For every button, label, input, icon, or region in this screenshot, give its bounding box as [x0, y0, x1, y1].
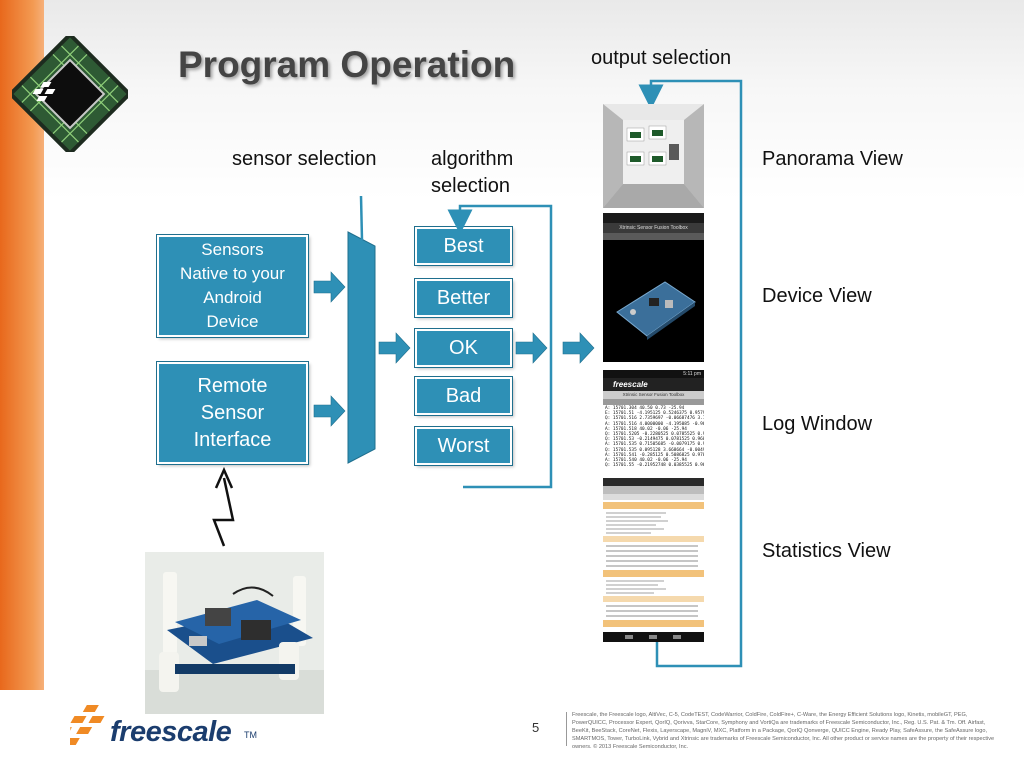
- legal-text: Freescale, the Freescale logo, AltiVec, …: [572, 712, 995, 750]
- sensors-native-line: Android: [203, 288, 262, 307]
- statistics-view-thumbnail: [603, 478, 704, 642]
- log-line: A: 15701.516 4.0000000 -4.195085 -0.9637: [605, 421, 704, 427]
- log-lines: A: 15701.304 40.50 0.73 -25.94 E: 15701.…: [603, 405, 704, 469]
- log-brand: freescale: [603, 378, 704, 391]
- algorithm-label: Worst: [437, 434, 490, 457]
- algorithm-best-option: Best: [415, 227, 512, 265]
- statistics-table-render: [603, 478, 704, 642]
- arrow-remote-to-mux-icon: [313, 395, 346, 427]
- device-view-app-header: Xtrinsic Sensor Fusion Toolbox: [603, 223, 704, 233]
- log-window-thumbnail: 5:11 pm freescale Xtrinsic Sensor Fusion…: [603, 370, 704, 469]
- algorithm-selection-loop: [447, 204, 553, 489]
- algorithm-bad-option: Bad: [415, 377, 512, 415]
- log-line: A: 15701.541 -0.285125 0.5086825 0.97856: [605, 452, 704, 458]
- log-line: Q: 15701.535 0.095128 3.668664 -0.00495: [605, 447, 704, 453]
- log-line: A: 15701.518 40.02 -0.06 -25.94: [605, 426, 687, 432]
- sensors-native-box: Sensors Native to your Android Device: [157, 235, 308, 337]
- panorama-scene: [603, 104, 704, 208]
- algorithm-label: Better: [436, 286, 491, 309]
- log-window-label: Log Window: [762, 413, 873, 435]
- algorithm-worst-option: Worst: [415, 427, 512, 465]
- algorithm-better-option: Better: [415, 279, 512, 317]
- output-selection-loop: [638, 79, 743, 668]
- log-line: Q: 15701.53 -0.2149475 0.0781525 0.9684: [605, 437, 704, 443]
- arrow-native-to-mux-icon: [313, 271, 346, 303]
- arrow-algorithm-to-output-icon: [515, 332, 548, 364]
- chip-logo-icon: [12, 36, 128, 152]
- arrow-mux-to-algorithm-icon: [378, 332, 411, 364]
- freescale-logo-icon: [70, 705, 105, 745]
- device-view-label: Device View: [762, 285, 872, 307]
- log-line: E: 15701.51 -4.195125 0.5246375 0.95797: [605, 411, 704, 417]
- sensors-native-line: Native to your: [180, 264, 285, 283]
- output-selection-label: output selection: [591, 47, 732, 69]
- wireless-link-line: [212, 477, 235, 547]
- arrow-to-views-icon: [562, 332, 595, 364]
- algorithm-label: Bad: [445, 384, 482, 407]
- panorama-view-thumbnail: [603, 104, 704, 208]
- sensor-board-photo: [145, 552, 324, 714]
- algorithm-label: OK: [449, 336, 478, 359]
- algorithm-selection-label-line1: algorithm: [431, 148, 514, 170]
- remote-sensor-interface-box: Remote Sensor Interface: [157, 362, 308, 464]
- page-number: 5: [532, 720, 540, 735]
- log-line: Q: 15701.5205 -0.2280525 0.0785525 0.96: [605, 432, 704, 438]
- log-line: A: 15701.304 40.50 0.73 -25.94: [605, 406, 685, 411]
- freescale-wordmark: freescale: [110, 716, 232, 748]
- trademark-mark: TM: [244, 730, 257, 740]
- log-line: Q: 15701.55 -0.21952748 0.0385525 0.96: [605, 463, 704, 469]
- sensors-native-line: Sensors: [201, 240, 264, 259]
- algorithm-ok-option: OK: [415, 329, 512, 367]
- log-line: Q: 15701.516 2.7359697 -0.06687476 3.10: [605, 416, 704, 422]
- algorithm-label: Best: [443, 234, 484, 257]
- remote-sensor-line: Interface: [193, 428, 272, 451]
- statistics-view-label: Statistics View: [762, 540, 891, 562]
- footer-divider: [566, 712, 567, 746]
- slide-title: Program Operation: [178, 44, 516, 85]
- sensor-selection-line: [359, 195, 364, 241]
- log-status-time: 5:11 pm: [603, 370, 704, 378]
- 3d-board-render: [603, 240, 704, 362]
- log-line: A: 15701.535 0.71505685 -0.0079175 0.956: [605, 442, 704, 448]
- remote-sensor-line: Remote: [197, 374, 268, 397]
- wireless-link-arrowhead-icon: [214, 466, 234, 489]
- remote-sensor-line: Sensor: [200, 401, 265, 424]
- panorama-view-label: Panorama View: [762, 148, 903, 170]
- algorithm-selection-label-line2: selection: [431, 175, 510, 197]
- sensor-selection-label: sensor selection: [232, 148, 377, 170]
- log-app-title: Xtrinsic Sensor Fusion Toolbox: [603, 391, 704, 399]
- sensors-native-line: Device: [206, 312, 259, 331]
- sensor-multiplexer: [347, 231, 376, 464]
- log-line: A: 15701.540 40.02 -0.06 -25.94: [605, 458, 687, 464]
- device-view-thumbnail: Xtrinsic Sensor Fusion Toolbox: [603, 213, 704, 362]
